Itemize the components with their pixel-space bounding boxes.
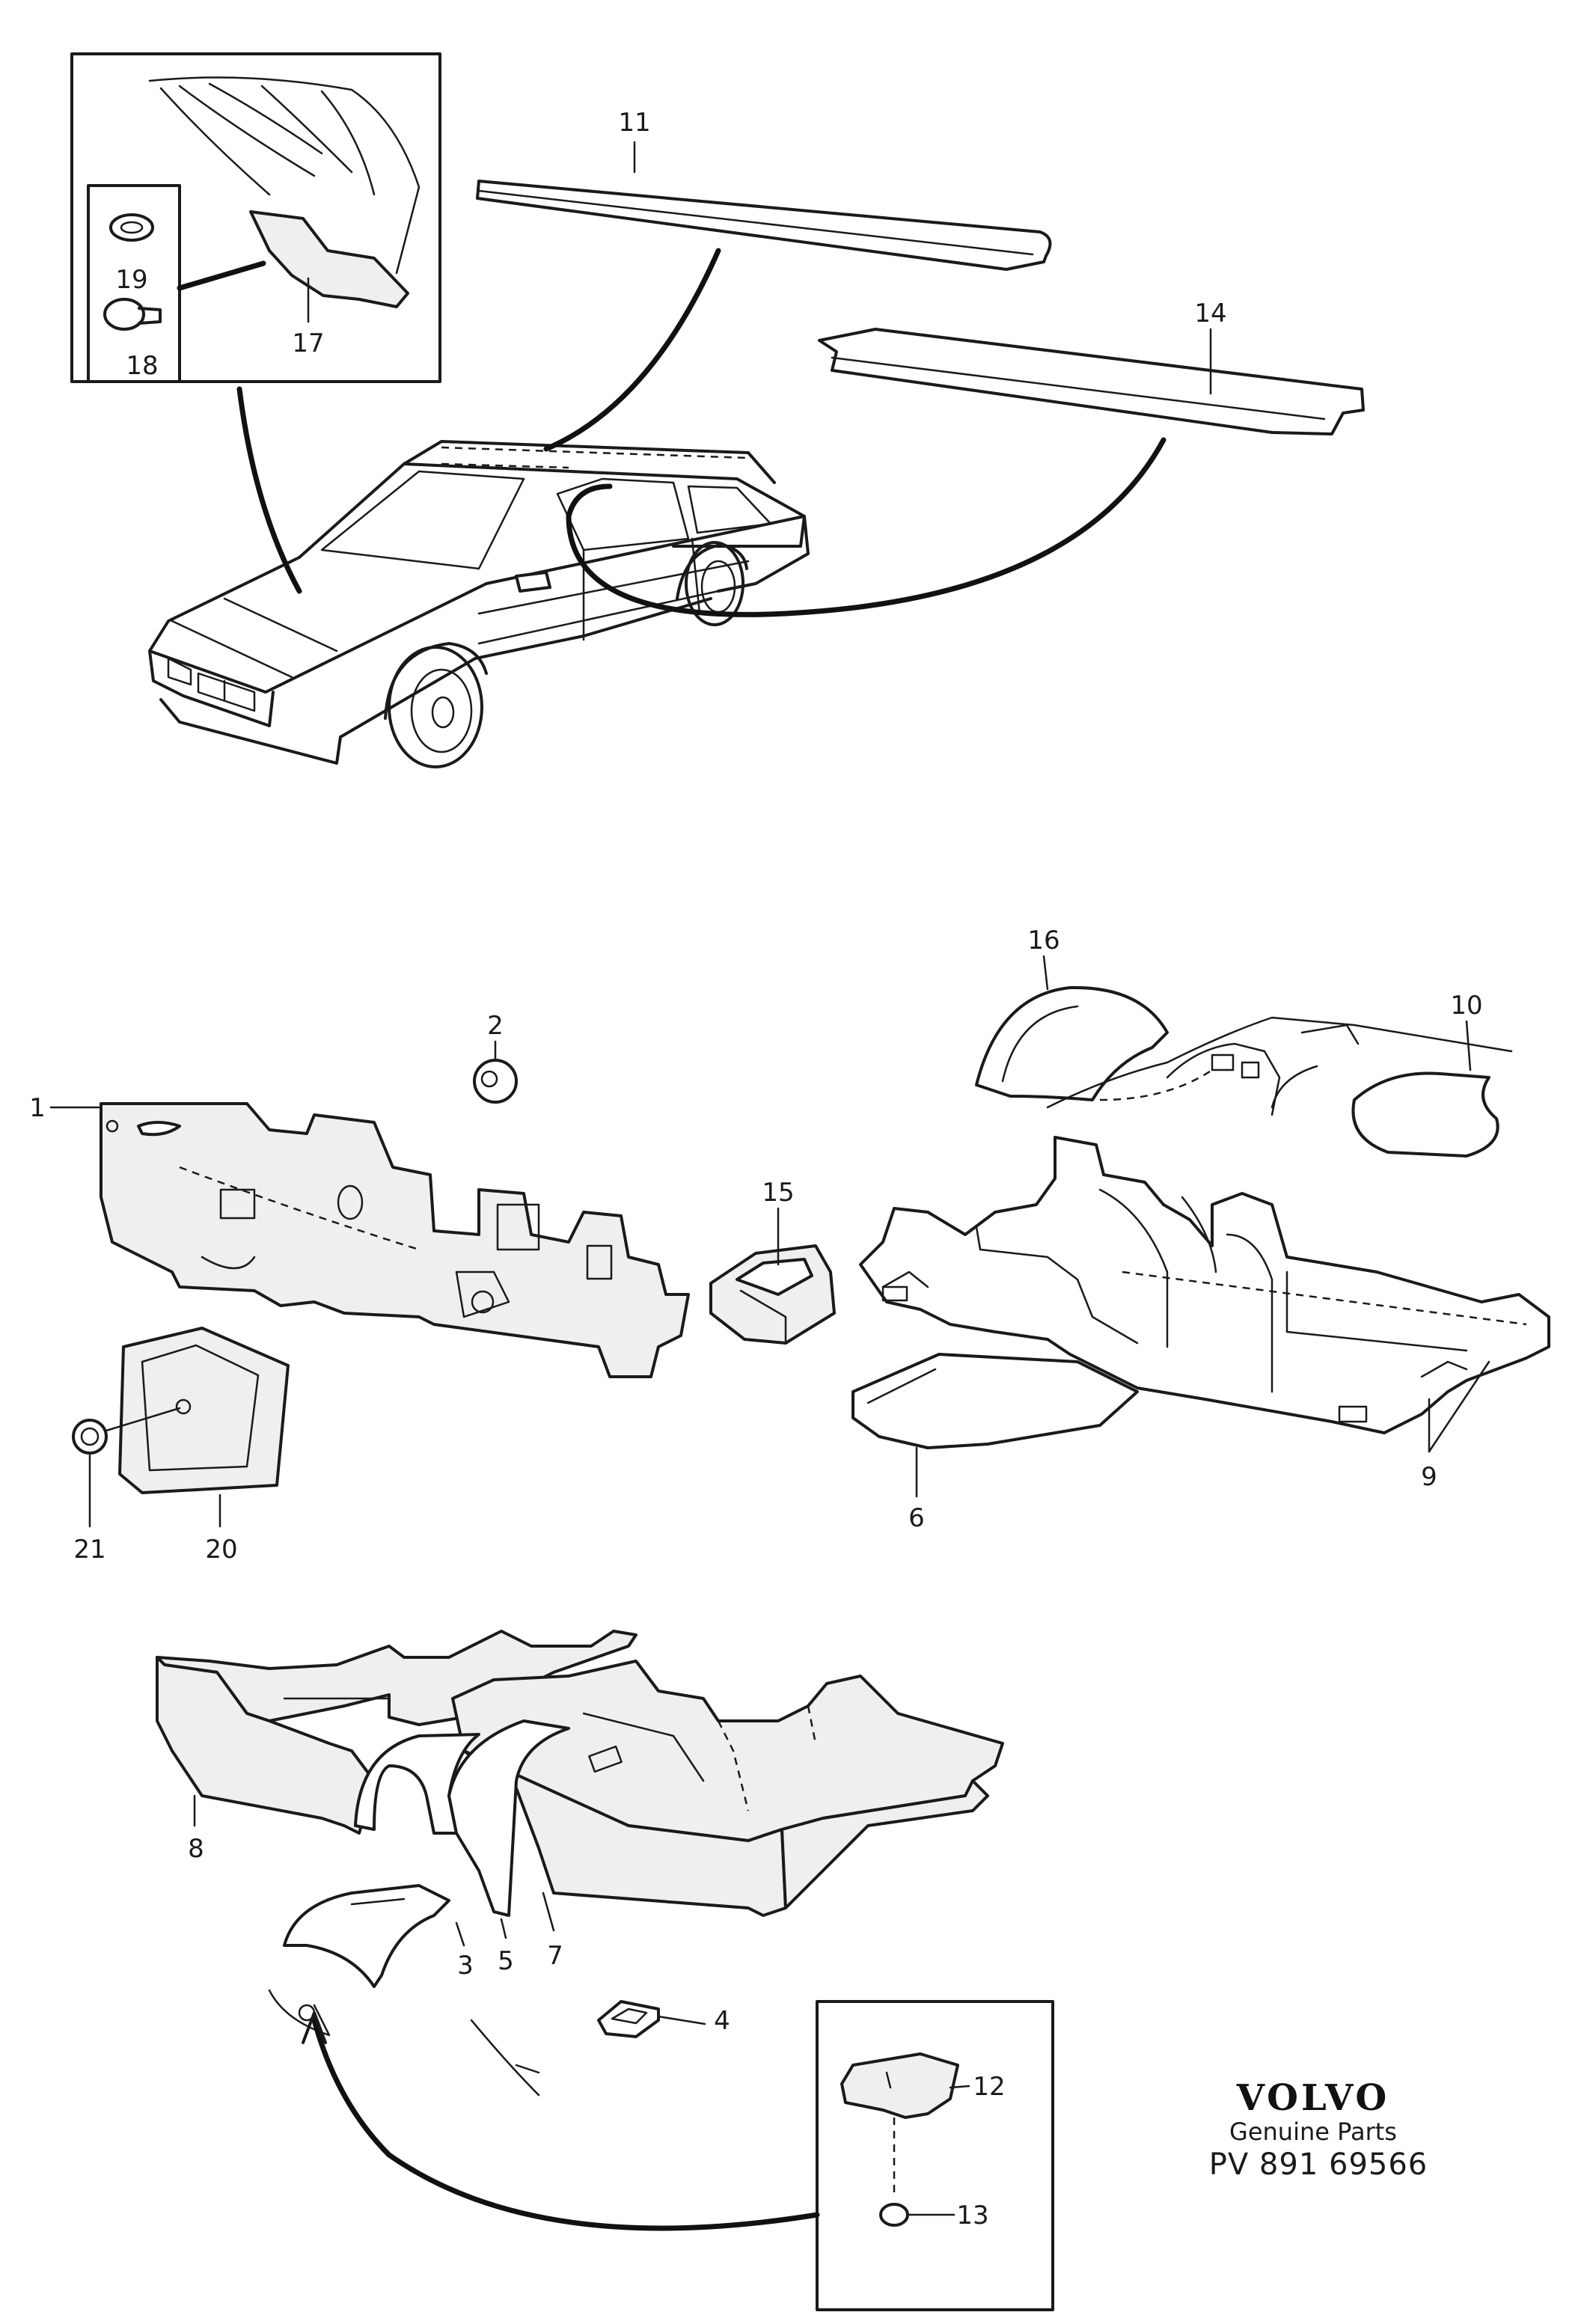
callout-16: 16 xyxy=(1027,926,1060,955)
callout-18: 18 xyxy=(126,351,158,381)
part-2-grommet: 2 xyxy=(473,1011,518,1104)
part-13-nut xyxy=(879,2203,909,2227)
part-3-tunnel-cover: 3 xyxy=(283,1884,474,1988)
part-12-bracket xyxy=(840,2052,959,2119)
part-code: PV 891 69566 xyxy=(1209,2147,1428,2182)
callout-2: 2 xyxy=(487,1011,504,1041)
bracket-inset-box: 12 13 xyxy=(816,2000,1054,2311)
part-1-firewall-insulation: 1 xyxy=(29,1093,690,1378)
part-17-hood-pad xyxy=(249,210,409,308)
part-5-tunnel-pad: 5 xyxy=(354,1719,570,1976)
callout-15: 15 xyxy=(762,1178,794,1208)
callout-1: 1 xyxy=(29,1093,46,1123)
callout-11: 11 xyxy=(618,108,650,138)
leader-roof xyxy=(543,248,721,452)
part-15-console-insulation: 15 xyxy=(709,1178,836,1345)
part-19-clip xyxy=(109,213,154,242)
part-10-pad: 10 xyxy=(1351,991,1499,1158)
leader-panel xyxy=(566,437,1166,617)
part-11-roof-insulation: 11 xyxy=(476,108,1052,271)
callout-21: 21 xyxy=(73,1535,106,1565)
callout-3: 3 xyxy=(457,1951,474,1981)
callout-5: 5 xyxy=(498,1946,514,1976)
callout-13: 13 xyxy=(956,2201,988,2230)
part-4-clip: 4 xyxy=(597,2000,730,2038)
part-7-front-carpet: 7 xyxy=(451,1660,1004,1971)
part-20-pad: 20 xyxy=(118,1327,290,1565)
callout-6: 6 xyxy=(908,1503,925,1533)
car-illustration xyxy=(148,440,810,768)
genuine-parts-caption: Genuine Parts xyxy=(1229,2117,1397,2146)
volvo-branding: VOLVO Genuine Parts PV 891 69566 xyxy=(1209,2077,1428,2182)
floor-pan-outline xyxy=(1046,1016,1513,1116)
callout-19: 19 xyxy=(115,265,147,295)
part-6-mat: 6 xyxy=(851,1353,1139,1533)
callout-12: 12 xyxy=(973,2072,1005,2102)
part-16-wheelarch-pad: 16 xyxy=(975,926,1169,1101)
leader-hood-inset xyxy=(236,386,302,594)
callout-14: 14 xyxy=(1194,299,1226,328)
callout-4: 4 xyxy=(714,2006,730,2036)
part-21-clip: 21 xyxy=(72,1407,181,1565)
part-8-rear-carpet: 8 xyxy=(156,1630,637,1864)
leader-bottom-inset xyxy=(311,2017,820,2231)
callout-20: 20 xyxy=(205,1535,237,1565)
callout-10: 10 xyxy=(1450,991,1482,1021)
callout-17: 17 xyxy=(292,328,324,358)
volvo-logo: VOLVO xyxy=(1236,2077,1389,2119)
part-18-screw xyxy=(103,298,162,331)
callout-7: 7 xyxy=(547,1941,563,1971)
part-9-floor-carpet: 9 xyxy=(859,1136,1550,1492)
hood-inset-box: 19 18 17 xyxy=(70,52,441,383)
part-14-insulation-panel: 14 xyxy=(818,299,1365,435)
callout-9: 9 xyxy=(1421,1462,1437,1492)
callout-8: 8 xyxy=(188,1834,204,1864)
